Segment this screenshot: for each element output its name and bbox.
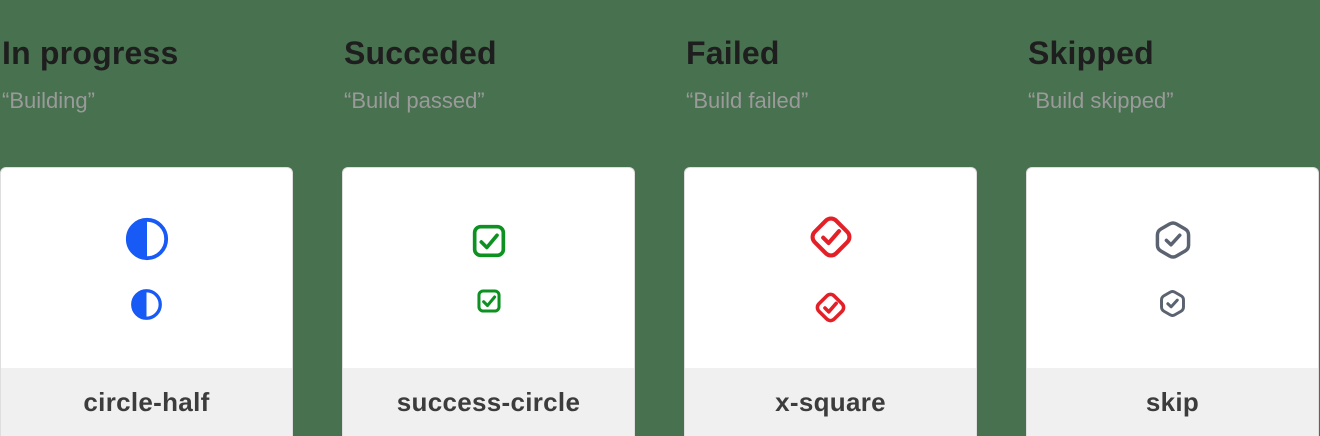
status-title: Skipped: [1028, 35, 1154, 71]
status-subtitle: “Build passed”: [344, 88, 485, 113]
status-subtitle: “Build skipped”: [1028, 88, 1174, 113]
status-title: In progress: [2, 35, 179, 71]
status-column-skipped: Skipped “Build skipped” skip: [1026, 0, 1319, 436]
check-square-icon: [476, 289, 501, 313]
check-diamond-icon: [815, 292, 846, 322]
status-column-in-progress: In progress “Building” circle-half: [0, 0, 293, 436]
icon-label: success-circle: [396, 386, 581, 417]
icon-label: circle-half: [83, 386, 210, 417]
icon-preview-area: [685, 168, 976, 368]
icon-card-footer: skip: [1027, 368, 1318, 436]
icon-card: circle-half: [0, 167, 293, 436]
icon-card: x-square: [684, 167, 977, 436]
circle-half-icon: [131, 288, 162, 320]
icon-card: success-circle: [342, 167, 635, 436]
icon-preview-area: [343, 168, 634, 368]
status-column-succeded: Succeded “Build passed” success-circle: [342, 0, 635, 436]
icon-preview-area: [1, 168, 292, 368]
status-title: Failed: [686, 35, 780, 71]
icon-card-footer: success-circle: [343, 368, 634, 436]
icon-preview-area: [1027, 168, 1318, 368]
check-hexagon-icon: [1160, 289, 1185, 317]
icon-card-footer: x-square: [685, 368, 976, 436]
icon-card: skip: [1026, 167, 1319, 436]
icon-label: skip: [1145, 386, 1200, 417]
check-diamond-icon: [810, 216, 851, 257]
icon-card-footer: circle-half: [1, 368, 292, 436]
status-subtitle: “Build failed”: [686, 88, 809, 113]
check-square-icon: [472, 224, 505, 258]
icon-label: x-square: [775, 386, 886, 417]
check-hexagon-icon: [1155, 220, 1190, 259]
status-title: Succeded: [344, 35, 497, 71]
status-column-failed: Failed “Build failed” x-square: [684, 0, 977, 436]
circle-half-icon: [125, 217, 168, 260]
status-subtitle: “Building”: [2, 88, 95, 113]
